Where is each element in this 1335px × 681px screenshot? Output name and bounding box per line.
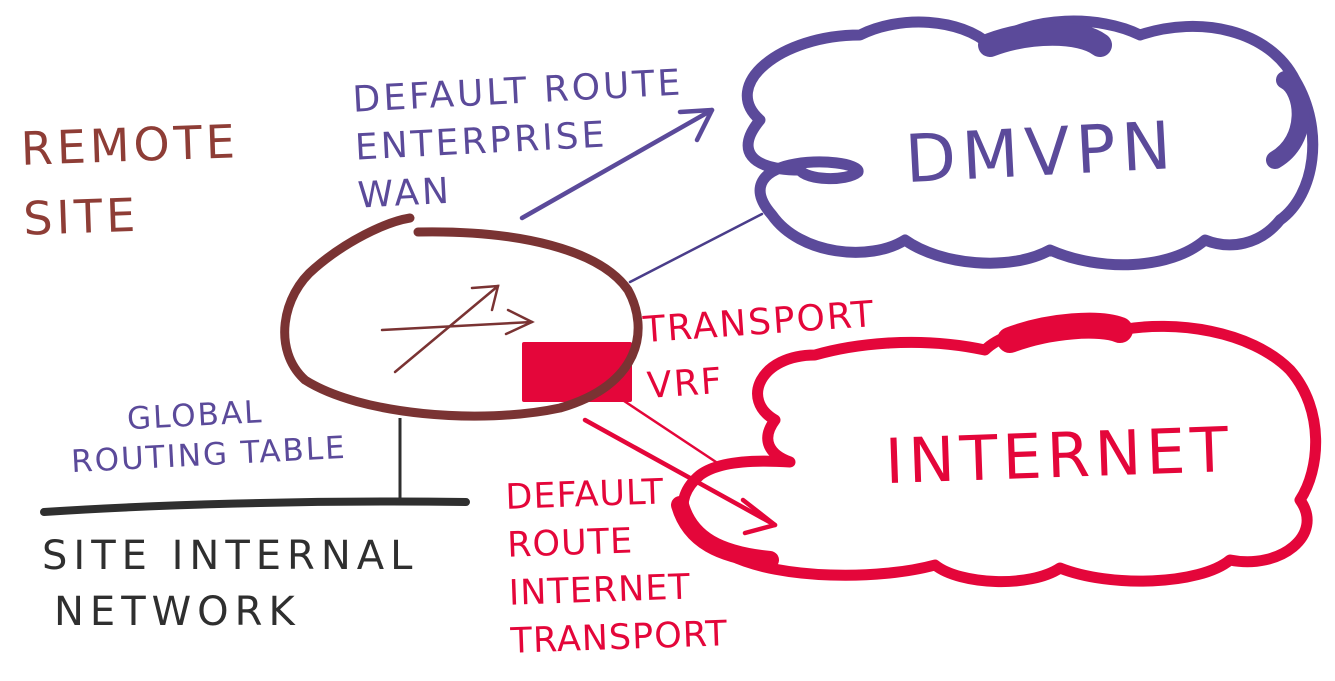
transport-vrf-label: TRANSPORT VRF — [641, 287, 881, 415]
router-dmvpn-link — [628, 212, 764, 284]
internet-cloud-bulge-bottom — [671, 496, 779, 569]
router-icon — [280, 213, 643, 421]
default-route-internet-line-3: INTERNET — [508, 567, 692, 614]
site-internal-line-2: NETWORK — [54, 589, 301, 635]
default-route-internet-line-1: DEFAULT — [504, 472, 665, 518]
transport-vrf-marker — [522, 342, 632, 402]
default-route-wan-arrow — [519, 107, 715, 221]
default-route-wan-label: DEFAULT ROUTE ENTERPRISE WAN — [351, 59, 689, 220]
remote-site-line-1: REMOTE — [19, 114, 240, 176]
internet-cloud-bulge — [997, 312, 1133, 353]
default-route-internet-arrow — [582, 417, 778, 536]
default-route-internet-label: DEFAULT ROUTE INTERNET TRANSPORT — [505, 466, 729, 665]
dmvpn-cloud — [741, 15, 1319, 271]
internet-label: INTERNET — [883, 412, 1235, 499]
global-routing-table-label: GLOBAL ROUTING TABLE — [68, 388, 347, 482]
default-route-internet-line-4: TRANSPORT — [509, 614, 729, 662]
dmvpn-cloud-bulge-right — [1266, 71, 1310, 169]
default-route-internet-line-2: ROUTE — [506, 521, 634, 566]
router — [280, 213, 643, 421]
router-arrows — [380, 284, 535, 374]
site-internal-network-label: SITE INTERNAL NETWORK — [42, 528, 418, 640]
internet-cloud — [671, 312, 1322, 587]
site-network-bus — [40, 497, 470, 516]
remote-site-line-2: SITE — [22, 187, 141, 246]
dmvpn-label: DMVPN — [903, 106, 1179, 199]
site-internal-line-1: SITE INTERNAL — [42, 533, 419, 579]
dmvpn-cloud-bulge — [978, 21, 1112, 57]
remote-site-label: REMOTE SITE — [20, 106, 243, 254]
